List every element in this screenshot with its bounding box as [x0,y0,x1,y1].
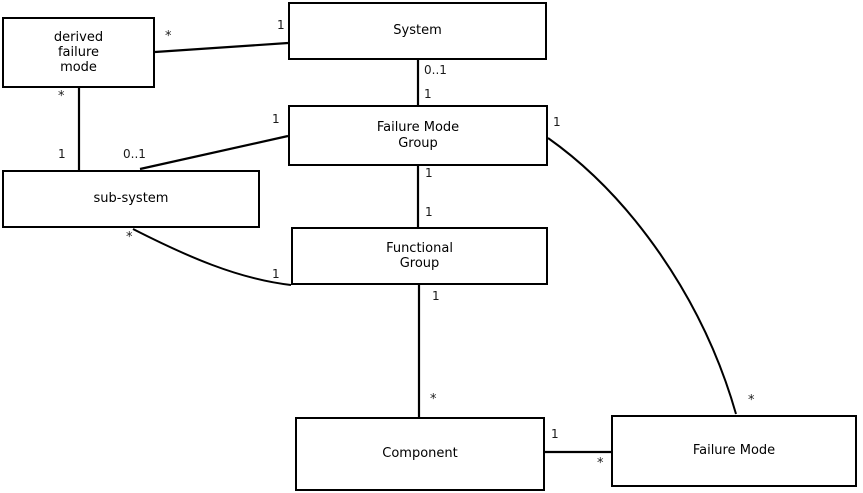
class-box-system[interactable]: System [288,2,547,60]
multiplicity-label: 1 [424,87,432,101]
multiplicity-label: * [597,456,604,471]
association-sub-system--failure-mode-group[interactable] [139,134,289,171]
class-box-sub-system[interactable]: sub-system [2,170,260,228]
association-failure-mode-group--failure-mode[interactable] [547,137,737,415]
multiplicity-label: 1 [277,18,285,32]
class-name-derived-failure-mode: derived failure mode [53,29,104,76]
multiplicity-label: * [126,230,133,245]
multiplicity-label: 1 [425,205,433,219]
multiplicity-label: * [165,29,172,44]
multiplicity-label: 1 [551,427,559,441]
multiplicity-label: 1 [272,267,280,281]
class-box-derived-failure-mode[interactable]: derived failure mode [2,17,155,88]
association-sub-system--functional-group[interactable] [132,228,292,286]
association-derived-failure-mode--system[interactable] [154,41,289,54]
class-name-failure-mode: Failure Mode [692,443,776,459]
multiplicity-label: 0..1 [123,147,146,161]
class-box-failure-mode[interactable]: Failure Mode [611,415,857,487]
class-box-failure-mode-group[interactable]: Failure Mode Group [288,105,548,166]
multiplicity-label: * [748,393,755,408]
multiplicity-label: 1 [432,289,440,303]
multiplicity-label: 1 [272,112,280,126]
multiplicity-label: 1 [425,166,433,180]
class-box-functional-group[interactable]: Functional Group [291,227,548,285]
multiplicity-label: * [430,392,437,407]
multiplicity-label: * [58,89,65,104]
class-box-component[interactable]: Component [295,417,545,491]
class-name-sub-system: sub-system [93,191,169,207]
multiplicity-label: 0..1 [424,63,447,77]
class-name-failure-mode-group: Failure Mode Group [376,120,460,151]
multiplicity-label: 1 [58,147,66,161]
class-name-system: System [393,23,442,39]
class-name-functional-group: Functional Group [386,240,453,271]
class-name-component: Component [382,446,458,462]
multiplicity-label: 1 [553,115,561,129]
